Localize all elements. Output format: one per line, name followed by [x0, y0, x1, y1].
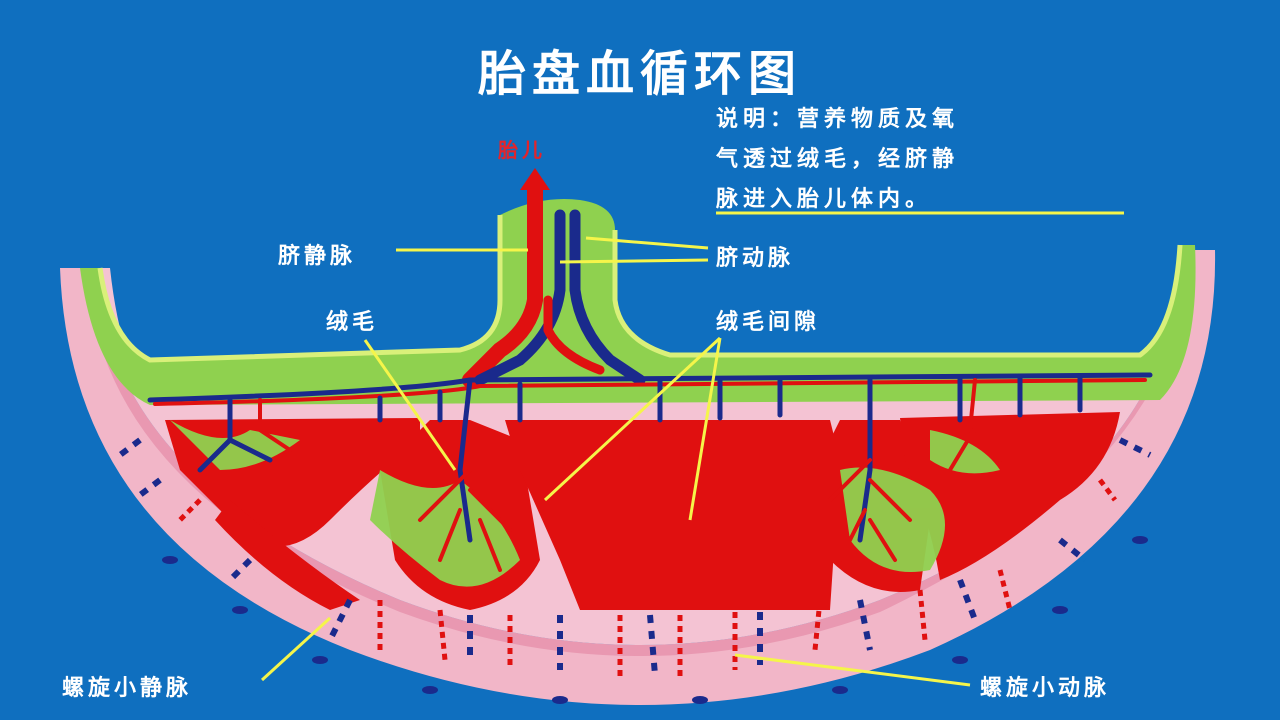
pointer-lines	[260, 211, 1124, 687]
note-line-3: 脉进入胎儿体内。	[716, 187, 933, 212]
maternal-decidua	[60, 250, 1216, 705]
label-fetus: 胎儿	[498, 138, 546, 162]
label-umbilical-vein: 脐静脉	[278, 244, 357, 269]
note-line-2: 气透过绒毛，经脐静	[716, 147, 960, 172]
label-intervillous-space: 绒毛间隙	[716, 310, 821, 335]
label-umbilical-artery: 脐动脉	[716, 246, 795, 271]
diagram-title: 胎盘血循环图	[477, 46, 802, 102]
decidual-dots	[162, 536, 1148, 704]
label-villi: 绒毛	[326, 310, 379, 335]
umbilical-vessels	[462, 182, 646, 388]
chorionic-highlight	[97, 215, 1183, 363]
villus-vessels	[147, 372, 1153, 572]
flow-arrow	[520, 168, 550, 190]
spiral-venules	[118, 437, 1152, 676]
spiral-arterioles	[178, 478, 1117, 680]
note-line-1: 说明：营养物质及氧	[716, 107, 960, 132]
label-spiral-venule: 螺旋小静脉	[62, 676, 193, 701]
explanation-note: 说明：营养物质及氧 气透过绒毛，经脐静 脉进入胎儿体内。	[716, 100, 1096, 220]
label-spiral-arteriole: 螺旋小动脉	[980, 676, 1111, 701]
